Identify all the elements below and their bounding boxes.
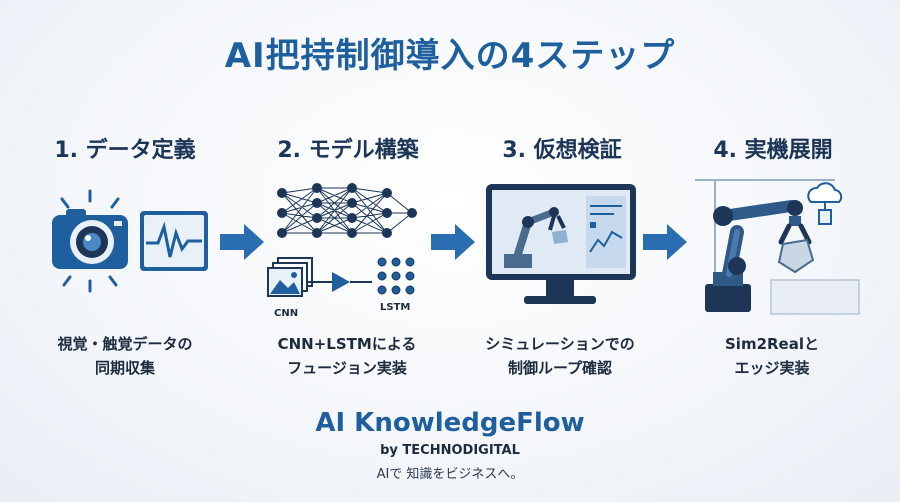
arrow-icon	[220, 224, 264, 260]
step-4-title: 4. 実機展開	[713, 138, 833, 163]
step-3-illustration	[482, 182, 642, 316]
brand-byline: by TECHNODIGITAL	[380, 443, 520, 458]
monitor-icon	[486, 184, 636, 304]
robot-arm-icon	[504, 207, 568, 268]
step-2-title: 2. モデル構築	[277, 138, 419, 163]
step-2-caption: CNN+LSTMによる フュージョン実装	[277, 335, 417, 377]
arrow-icon	[431, 224, 475, 260]
cnn-label: CNN	[274, 308, 298, 319]
step-4-illustration	[695, 176, 860, 320]
step-4-caption: Sim2Realと エッジ実装	[725, 335, 819, 377]
brand-tagline: AIで 知識をビジネスへ。	[376, 467, 524, 482]
arrow-icon	[643, 224, 687, 260]
step-1-illustration	[40, 185, 220, 299]
lstm-label: LSTM	[380, 302, 410, 313]
neural-network-icon	[277, 183, 417, 238]
step-2-illustration: CNN LSTM	[262, 178, 432, 327]
step-3-caption: シミュレーションでの 制御ループ確認	[485, 335, 635, 377]
brand-name: AI KnowledgeFlow	[315, 408, 585, 438]
step-1-caption: 視覚・触覚データの 同期収集	[57, 335, 193, 377]
robot-arm-icon	[705, 200, 815, 312]
image-icon	[267, 257, 313, 297]
page-title: AI把持制御導入の4ステップ	[224, 36, 676, 76]
camera-icon	[52, 189, 128, 293]
step-1-title: 1. データ定義	[54, 138, 196, 163]
step-3-title: 3. 仮想検証	[502, 138, 622, 163]
waveform-icon	[140, 211, 208, 271]
cloud-icon	[807, 182, 843, 225]
